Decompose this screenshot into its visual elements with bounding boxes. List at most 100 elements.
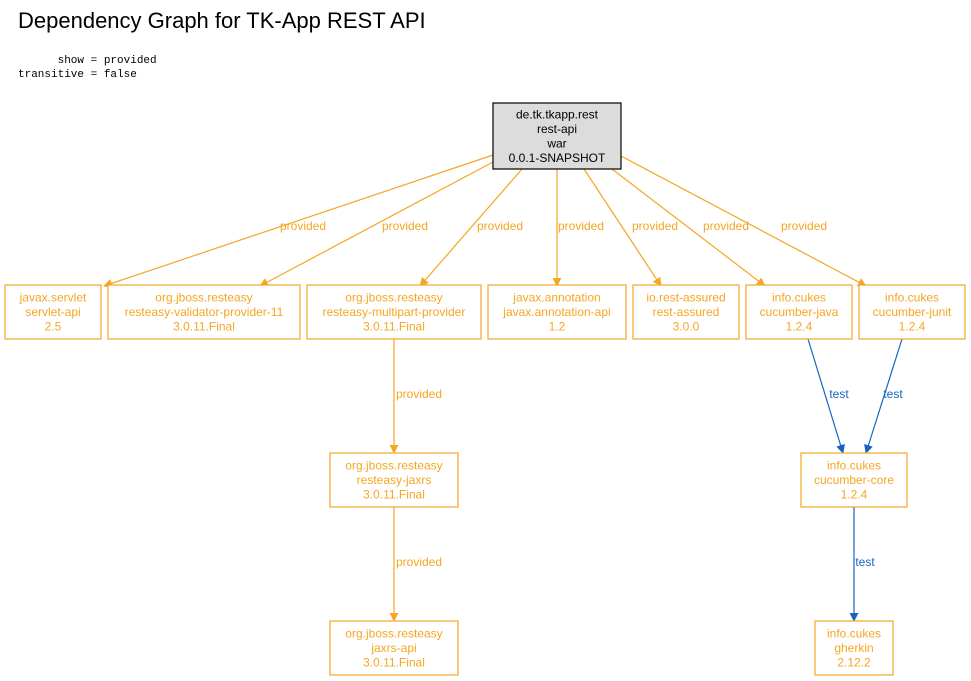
node-text-line: resteasy-validator-provider-11 bbox=[125, 305, 284, 319]
node-box bbox=[306, 284, 482, 340]
node-resteasy-validator: org.jboss.resteasyresteasy-validator-pro… bbox=[107, 284, 301, 340]
node-box bbox=[745, 284, 853, 340]
node-text-line: org.jboss.resteasy bbox=[155, 291, 252, 305]
edge-root-to-cucumber-junit: provided bbox=[620, 155, 867, 287]
node-text-line: 3.0.0 bbox=[673, 320, 700, 334]
edge-root-to-servlet-api: provided bbox=[103, 154, 494, 288]
node-text-line: 1.2.4 bbox=[899, 320, 926, 334]
node-text-line: 1.2.4 bbox=[786, 320, 813, 334]
edge-cucumber-java-to-cucumber-core: test bbox=[807, 338, 849, 454]
node-box bbox=[107, 284, 301, 340]
edge-label: test bbox=[829, 387, 849, 401]
node-text-line: org.jboss.resteasy bbox=[345, 291, 442, 305]
node-box bbox=[632, 284, 740, 340]
edge-line bbox=[583, 168, 662, 287]
edge-line bbox=[103, 154, 494, 288]
node-box bbox=[329, 452, 459, 508]
edge-line bbox=[419, 168, 523, 287]
node-text-line: de.tk.tkapp.rest bbox=[516, 107, 599, 121]
edge-cucumber-junit-to-cucumber-core: test bbox=[864, 338, 903, 454]
node-text-line: javax.annotation bbox=[512, 291, 600, 305]
node-text-line: 2.12.2 bbox=[837, 656, 871, 670]
node-text-line: 3.0.11.Final bbox=[363, 320, 425, 334]
node-text-line: rest-assured bbox=[653, 305, 720, 319]
param-transitive: transitive = false bbox=[18, 69, 137, 81]
node-text-line: gherkin bbox=[834, 641, 873, 655]
edge-root-to-cucumber-java: provided bbox=[611, 168, 766, 287]
node-text-line: war bbox=[546, 136, 566, 150]
edge-root-to-resteasy-validator: provided bbox=[259, 161, 494, 287]
node-text-line: info.cukes bbox=[885, 291, 939, 305]
edge-root-to-rest-assured: provided bbox=[583, 168, 678, 287]
node-root: de.tk.tkapp.restrest-apiwar0.0.1-SNAPSHO… bbox=[492, 102, 622, 170]
edge-label: provided bbox=[280, 219, 326, 233]
node-text-line: info.cukes bbox=[772, 291, 826, 305]
edge-resteasy-multipart-to-resteasy-jaxrs: provided bbox=[389, 339, 442, 454]
node-text-line: org.jboss.resteasy bbox=[345, 459, 442, 473]
node-box bbox=[800, 452, 908, 508]
edge-resteasy-jaxrs-to-jaxrs-api: provided bbox=[389, 507, 442, 622]
node-box bbox=[858, 284, 966, 340]
edge-root-to-annotation-api: provided bbox=[552, 169, 604, 287]
edge-label: provided bbox=[632, 219, 678, 233]
node-text-line: io.rest-assured bbox=[646, 291, 725, 305]
edge-root-to-resteasy-multipart: provided bbox=[419, 168, 523, 287]
node-box bbox=[492, 102, 622, 170]
edge-label: provided bbox=[781, 219, 827, 233]
node-text-line: org.jboss.resteasy bbox=[345, 627, 442, 641]
graph-parameters: show = provided transitive = false bbox=[18, 54, 157, 82]
edge-label: provided bbox=[382, 219, 428, 233]
node-text-line: javax.annotation-api bbox=[502, 305, 610, 319]
edge-line bbox=[620, 155, 867, 287]
node-text-line: info.cukes bbox=[827, 627, 881, 641]
edge-line bbox=[807, 338, 845, 454]
edge-label: provided bbox=[477, 219, 523, 233]
node-text-line: servlet-api bbox=[25, 305, 80, 319]
param-show: show = provided bbox=[18, 55, 157, 67]
node-text-line: 2.5 bbox=[45, 320, 62, 334]
node-box bbox=[329, 620, 459, 676]
node-text-line: cucumber-java bbox=[760, 305, 839, 319]
edge-line bbox=[864, 338, 903, 454]
edge-line bbox=[259, 161, 494, 287]
node-text-line: 3.0.11.Final bbox=[173, 320, 235, 334]
node-text-line: rest-api bbox=[537, 122, 577, 136]
node-text-line: cucumber-core bbox=[814, 473, 894, 487]
edge-cucumber-core-to-gherkin: test bbox=[849, 507, 875, 622]
edge-label: provided bbox=[396, 387, 442, 401]
page-title: Dependency Graph for TK-App REST API bbox=[18, 8, 426, 33]
edge-label: test bbox=[883, 387, 903, 401]
node-box bbox=[814, 620, 894, 676]
node-resteasy-multipart: org.jboss.resteasyresteasy-multipart-pro… bbox=[306, 284, 482, 340]
node-text-line: jaxrs-api bbox=[370, 641, 416, 655]
node-text-line: info.cukes bbox=[827, 459, 881, 473]
node-text-line: 1.2.4 bbox=[841, 488, 868, 502]
node-text-line: cucumber-junit bbox=[873, 305, 952, 319]
node-box bbox=[487, 284, 627, 340]
node-text-line: javax.servlet bbox=[19, 291, 87, 305]
node-box bbox=[4, 284, 102, 340]
node-resteasy-jaxrs: org.jboss.resteasyresteasy-jaxrs3.0.11.F… bbox=[329, 452, 459, 508]
node-text-line: 1.2 bbox=[549, 320, 566, 334]
node-text-line: 0.0.1-SNAPSHOT bbox=[509, 151, 606, 165]
node-text-line: resteasy-multipart-provider bbox=[323, 305, 466, 319]
edge-label: provided bbox=[703, 219, 749, 233]
node-text-line: resteasy-jaxrs bbox=[357, 473, 432, 487]
edge-line bbox=[611, 168, 766, 287]
edge-label: provided bbox=[558, 219, 604, 233]
node-text-line: 3.0.11.Final bbox=[363, 488, 425, 502]
edge-label: provided bbox=[396, 555, 442, 569]
node-text-line: 3.0.11.Final bbox=[363, 656, 425, 670]
edge-label: test bbox=[855, 555, 875, 569]
nodes: de.tk.tkapp.restrest-apiwar0.0.1-SNAPSHO… bbox=[4, 102, 966, 676]
edges: provided provided provided provided provided… bbox=[103, 154, 903, 622]
